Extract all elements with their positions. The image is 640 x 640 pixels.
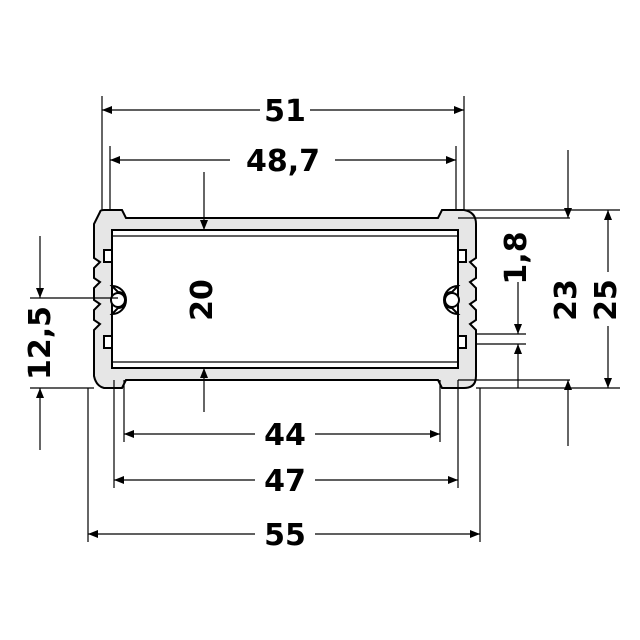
dim-overall-width-label: 55	[264, 518, 306, 553]
extension-lines	[30, 96, 620, 542]
right-slot-bottom	[457, 335, 467, 349]
left-slot-top	[103, 249, 113, 263]
profile-body	[93, 209, 477, 389]
right-slot-top	[457, 249, 467, 263]
dim-outer-top-label: 51	[264, 94, 306, 129]
inner-cavity	[111, 229, 459, 369]
extrusion-profile	[93, 209, 477, 389]
left-slot-bottom	[103, 335, 113, 349]
dim-inner-bottom-label: 44	[264, 418, 306, 453]
dim-overall-height-label: 25	[589, 279, 624, 321]
dimension-lines	[36, 106, 612, 538]
left-screw-channel	[109, 284, 127, 316]
dim-wall-label: 1,8	[499, 231, 534, 284]
dim-inner-height-label: 23	[549, 279, 584, 321]
dim-rail-bottom-label: 47	[264, 464, 306, 499]
right-screw-channel	[443, 284, 461, 316]
dim-inner-top-label: 48,7	[246, 144, 320, 179]
dim-center-height-label: 20	[185, 279, 220, 321]
dimension-labels: 51 48,7 44 47 55 20 12,5 1,8 23 25	[23, 94, 624, 553]
dim-left-offset-label: 12,5	[23, 306, 58, 380]
